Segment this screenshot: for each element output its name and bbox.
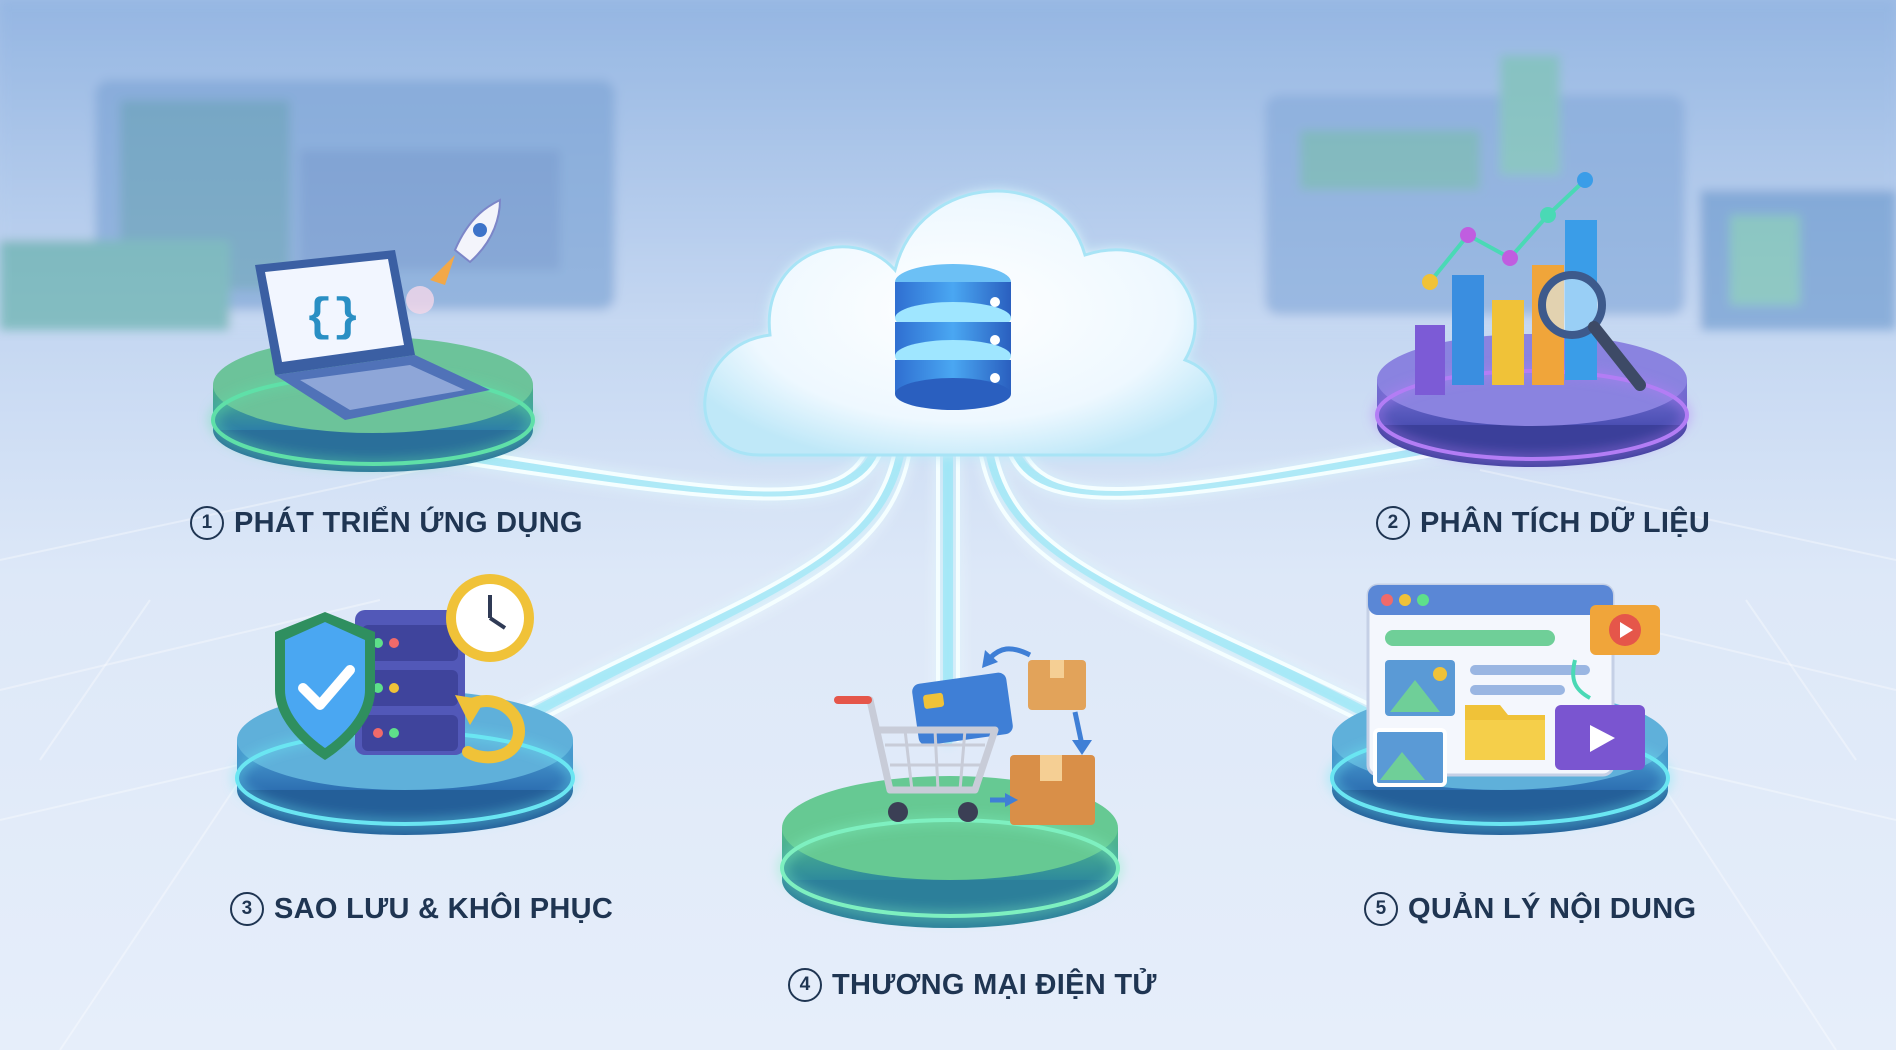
analytics-chart-icon bbox=[1415, 172, 1646, 395]
svg-text:{}: {} bbox=[305, 292, 360, 344]
node-4-ecommerce bbox=[780, 646, 1120, 928]
node-1-label: 1 PHÁT TRIỂN ỨNG DỤNG bbox=[190, 506, 583, 540]
node-4-number: 4 bbox=[788, 968, 822, 1002]
node-5-number: 5 bbox=[1364, 892, 1398, 926]
content-management-icon bbox=[1366, 583, 1660, 787]
cloud-database-icon bbox=[703, 189, 1217, 457]
node-3-backup-restore bbox=[235, 574, 575, 835]
node-3-label: 3 SAO LƯU & KHÔI PHỤC bbox=[230, 892, 613, 926]
node-5-content-management bbox=[1330, 583, 1670, 835]
node-4-label: 4 THƯƠNG MẠI ĐIỆN TỬ bbox=[788, 968, 1157, 1002]
node-2-number: 2 bbox=[1376, 506, 1410, 540]
node-2-title: PHÂN TÍCH DỮ LIỆU bbox=[1420, 506, 1711, 539]
node-2-label: 2 PHÂN TÍCH DỮ LIỆU bbox=[1376, 506, 1710, 540]
node-1-app-development: {} bbox=[211, 198, 535, 472]
node-3-number: 3 bbox=[230, 892, 264, 926]
laptop-rocket-icon: {} bbox=[255, 198, 502, 420]
node-5-title: QUẢN LÝ NỘI DUNG bbox=[1408, 892, 1697, 925]
node-1-title: PHÁT TRIỂN ỨNG DỤNG bbox=[234, 506, 583, 539]
backup-restore-icon bbox=[275, 574, 534, 764]
shopping-cart-icon bbox=[834, 646, 1095, 825]
background-screens bbox=[0, 0, 1896, 330]
node-2-data-analytics bbox=[1375, 172, 1689, 467]
node-5-label: 5 QUẢN LÝ NỘI DUNG bbox=[1364, 892, 1696, 926]
node-1-number: 1 bbox=[190, 506, 224, 540]
node-4-title: THƯƠNG MẠI ĐIỆN TỬ bbox=[832, 968, 1157, 1001]
node-3-title: SAO LƯU & KHÔI PHỤC bbox=[274, 892, 614, 925]
